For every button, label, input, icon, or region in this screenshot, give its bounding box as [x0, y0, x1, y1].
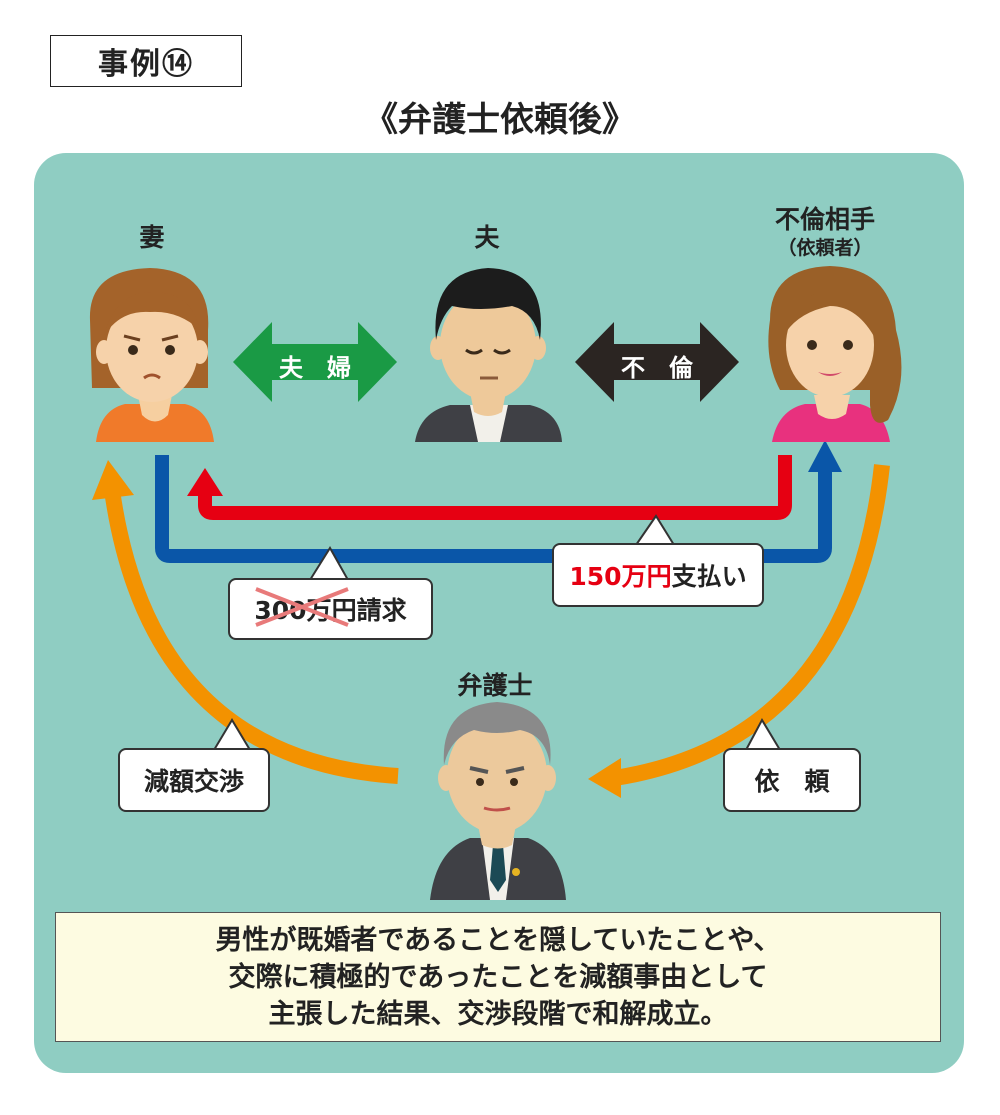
- conclusion-box: 男性が既婚者であることを隠していたことや、 交際に積極的であったことを減額事由と…: [55, 912, 941, 1042]
- payment-arrowhead: [187, 468, 223, 496]
- strike-mark: [255, 587, 350, 627]
- partner-icon: [768, 266, 902, 442]
- claim-callout: 300万円 請求: [228, 578, 433, 640]
- husband-label: 夫: [474, 223, 500, 252]
- paid-suffix: 支払い: [671, 562, 747, 591]
- partner-note: （依頼者）: [777, 237, 873, 259]
- claim-arrow: [155, 455, 832, 563]
- paid-amount: 150万円: [569, 562, 672, 591]
- request-arrowhead: [588, 758, 621, 798]
- claim-suffix: 請求: [356, 596, 407, 625]
- case-label: 事例⑭: [50, 35, 242, 87]
- page-title: 《弁護士依頼後》: [364, 100, 636, 140]
- negotiation-callout: 減額交渉: [118, 748, 270, 812]
- payment-arrow: [198, 455, 792, 520]
- claim-amount-struck: 300万円: [254, 587, 357, 627]
- marriage-label: 夫 婦: [279, 354, 351, 382]
- wife-icon: [89, 268, 214, 442]
- husband-icon: [415, 268, 562, 442]
- lawyer-icon: [430, 702, 566, 900]
- partner-label: 不倫相手: [774, 205, 875, 234]
- conclusion-line: 男性が既婚者であることを隠していたことや、: [215, 925, 781, 956]
- negotiation-arrow: [104, 488, 399, 784]
- affair-arrow: [575, 322, 739, 402]
- lawyer-label: 弁護士: [457, 671, 533, 700]
- claim-arrowhead: [808, 440, 842, 472]
- wife-label: 妻: [139, 223, 165, 252]
- negotiation-arrowhead: [92, 460, 134, 500]
- conclusion-line: 主張した結果、交渉段階で和解成立。: [268, 999, 728, 1030]
- request-arrow: [613, 464, 890, 786]
- marriage-arrow: [233, 322, 397, 402]
- request-callout: 依 頼: [723, 748, 861, 812]
- affair-label: 不 倫: [621, 354, 693, 382]
- payment-callout: 150万円支払い: [552, 543, 764, 607]
- conclusion-line: 交際に積極的であったことを減額事由として: [228, 962, 768, 993]
